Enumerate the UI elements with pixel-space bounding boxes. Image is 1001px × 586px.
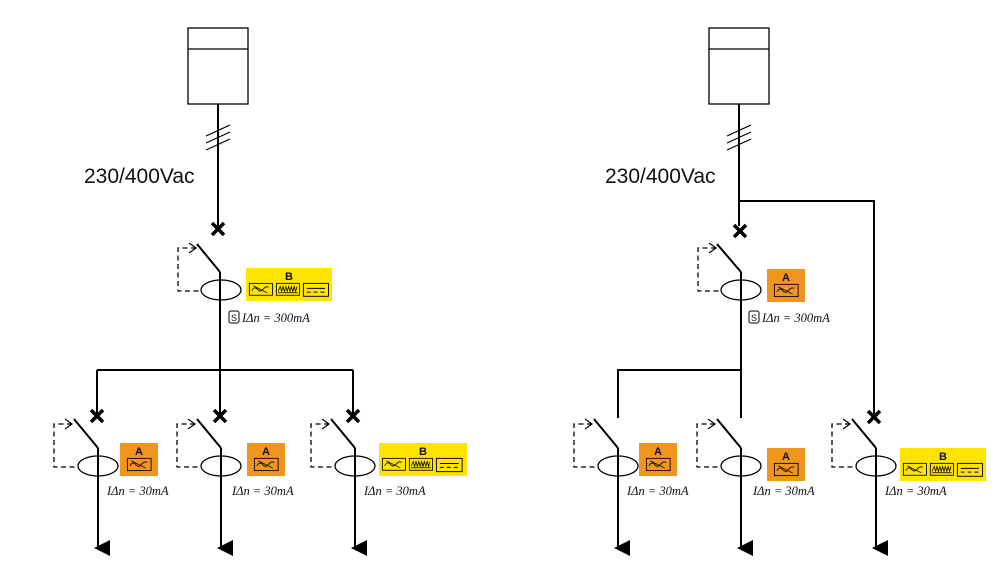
meter-box-icon <box>187 27 249 105</box>
branch-1: A IΔn = 30mA <box>53 408 169 556</box>
type-a-badge: A <box>120 443 158 476</box>
meter-box-icon <box>708 27 770 105</box>
rcd-switch-icon <box>573 418 619 468</box>
type-a-badge: A <box>767 448 805 481</box>
branch-sensitivity: IΔn = 30mA <box>626 484 689 498</box>
branch-sensitivity: IΔn = 30mA <box>363 484 426 498</box>
main-rcd-sensitivity: IΔn = 300mA <box>761 311 830 325</box>
type-a-badge: A <box>767 269 805 302</box>
svg-text:A: A <box>782 451 790 463</box>
diagram-left: 230/400Vac B S IΔn = 300mA <box>53 27 467 556</box>
direct-branch-wire <box>739 200 875 414</box>
distribution-bus <box>617 369 741 418</box>
branch-sensitivity: IΔn = 30mA <box>752 484 815 498</box>
selective-mark: S <box>228 310 240 324</box>
rcd-switch-icon <box>177 242 221 292</box>
type-a-badge: A <box>639 443 677 476</box>
circuit-breaker-x-icon <box>212 408 228 424</box>
circuit-breaker-x-icon <box>89 408 105 424</box>
svg-text:A: A <box>262 446 270 458</box>
rcd-switch-icon <box>53 418 99 468</box>
branch-sensitivity: IΔn = 30mA <box>106 484 169 498</box>
branch-2: A IΔn = 30mA <box>176 408 294 556</box>
diagram-right: 230/400Vac A S IΔn = 300mA <box>573 27 986 556</box>
rcd-switch-icon <box>696 418 742 468</box>
supply-voltage-label: 230/400Vac <box>84 165 195 188</box>
rcd-switch-icon <box>310 418 356 468</box>
branch-sensitivity: IΔn = 30mA <box>231 484 294 498</box>
three-phase-mark-icon <box>726 124 752 151</box>
selective-mark: S <box>748 310 760 324</box>
svg-text:S: S <box>231 313 237 323</box>
branch-sensitivity: IΔn = 30mA <box>884 484 947 498</box>
circuit-breaker-x-icon <box>732 223 748 239</box>
svg-text:A: A <box>654 446 662 458</box>
branch-2: A IΔn = 30mA <box>696 418 815 556</box>
svg-text:S: S <box>751 313 757 323</box>
svg-text:B: B <box>419 446 427 458</box>
circuit-breaker-x-icon <box>210 221 226 237</box>
type-a-badge: A <box>247 443 285 476</box>
svg-text:A: A <box>135 446 143 458</box>
supply-voltage-label: 230/400Vac <box>605 165 716 188</box>
branch-3: B IΔn = 30mA <box>310 408 467 556</box>
rcd-switch-icon <box>176 418 222 468</box>
circuit-breaker-x-icon <box>866 409 882 425</box>
main-rcd-sensitivity: IΔn = 300mA <box>241 311 310 325</box>
svg-text:A: A <box>782 272 790 284</box>
branch-1: A IΔn = 30mA <box>573 418 689 556</box>
type-b-badge: B <box>379 443 467 476</box>
rcd-switch-icon <box>831 418 877 468</box>
type-b-badge: B <box>246 268 332 301</box>
circuit-breaker-x-icon <box>345 408 361 424</box>
rcd-switch-icon <box>697 242 742 292</box>
three-phase-mark-icon <box>205 124 231 151</box>
badge-type-label: B <box>285 271 293 283</box>
branch-3: B IΔn = 30mA <box>831 409 986 556</box>
type-b-badge: B <box>900 448 986 481</box>
svg-text:B: B <box>939 451 947 463</box>
